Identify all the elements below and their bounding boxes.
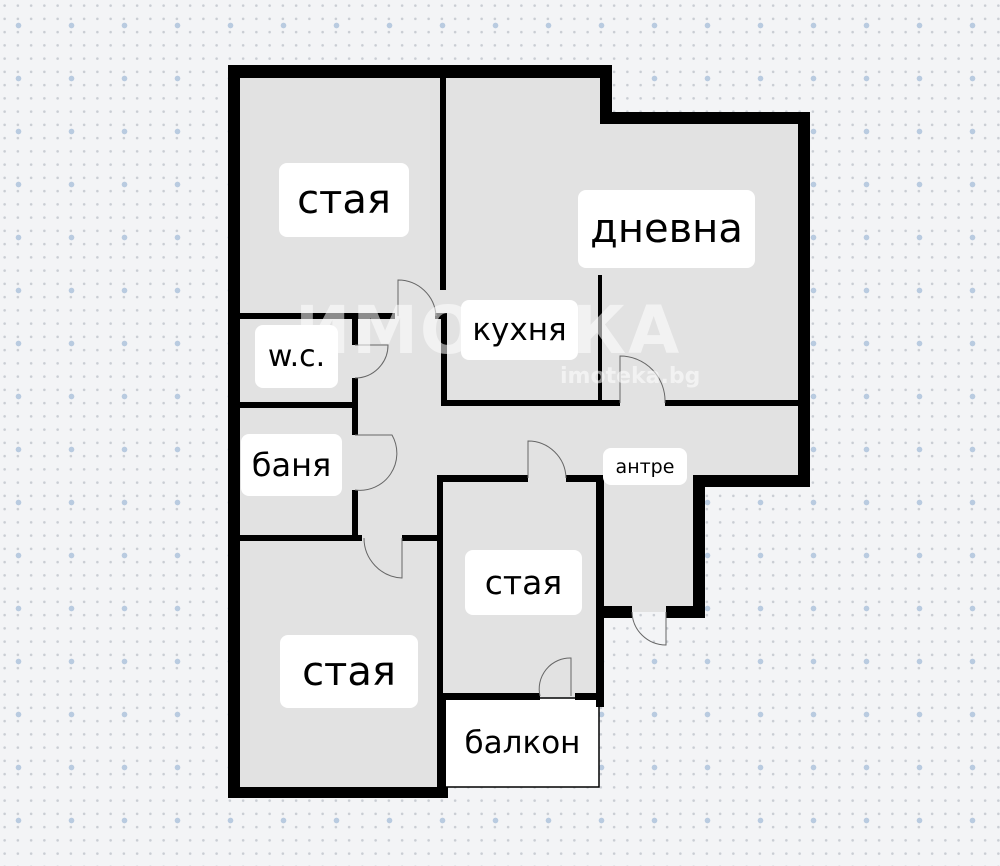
room-label-kitchen: кухня <box>461 300 578 360</box>
room-label-wc: w.c. <box>255 325 338 388</box>
room-label-living: дневна <box>578 190 755 268</box>
room-label-top-room: стая <box>279 163 409 237</box>
door-living <box>619 355 666 404</box>
room-label-small-room: стая <box>465 550 582 615</box>
door-arcs <box>354 279 667 697</box>
room-label-balcony: балкон <box>455 715 590 770</box>
room-label-bathroom: баня <box>241 434 342 496</box>
room-label-entrance: антре <box>603 448 687 485</box>
door-top-room <box>397 279 437 317</box>
door-bathroom <box>354 434 398 491</box>
door-entrance <box>631 611 667 646</box>
door-wc <box>354 344 389 379</box>
door-balcony <box>538 657 572 697</box>
walls <box>228 65 810 798</box>
door-small-room <box>527 440 567 479</box>
room-label-bottom-room: стая <box>280 635 418 708</box>
door-bottom-room <box>363 537 403 579</box>
